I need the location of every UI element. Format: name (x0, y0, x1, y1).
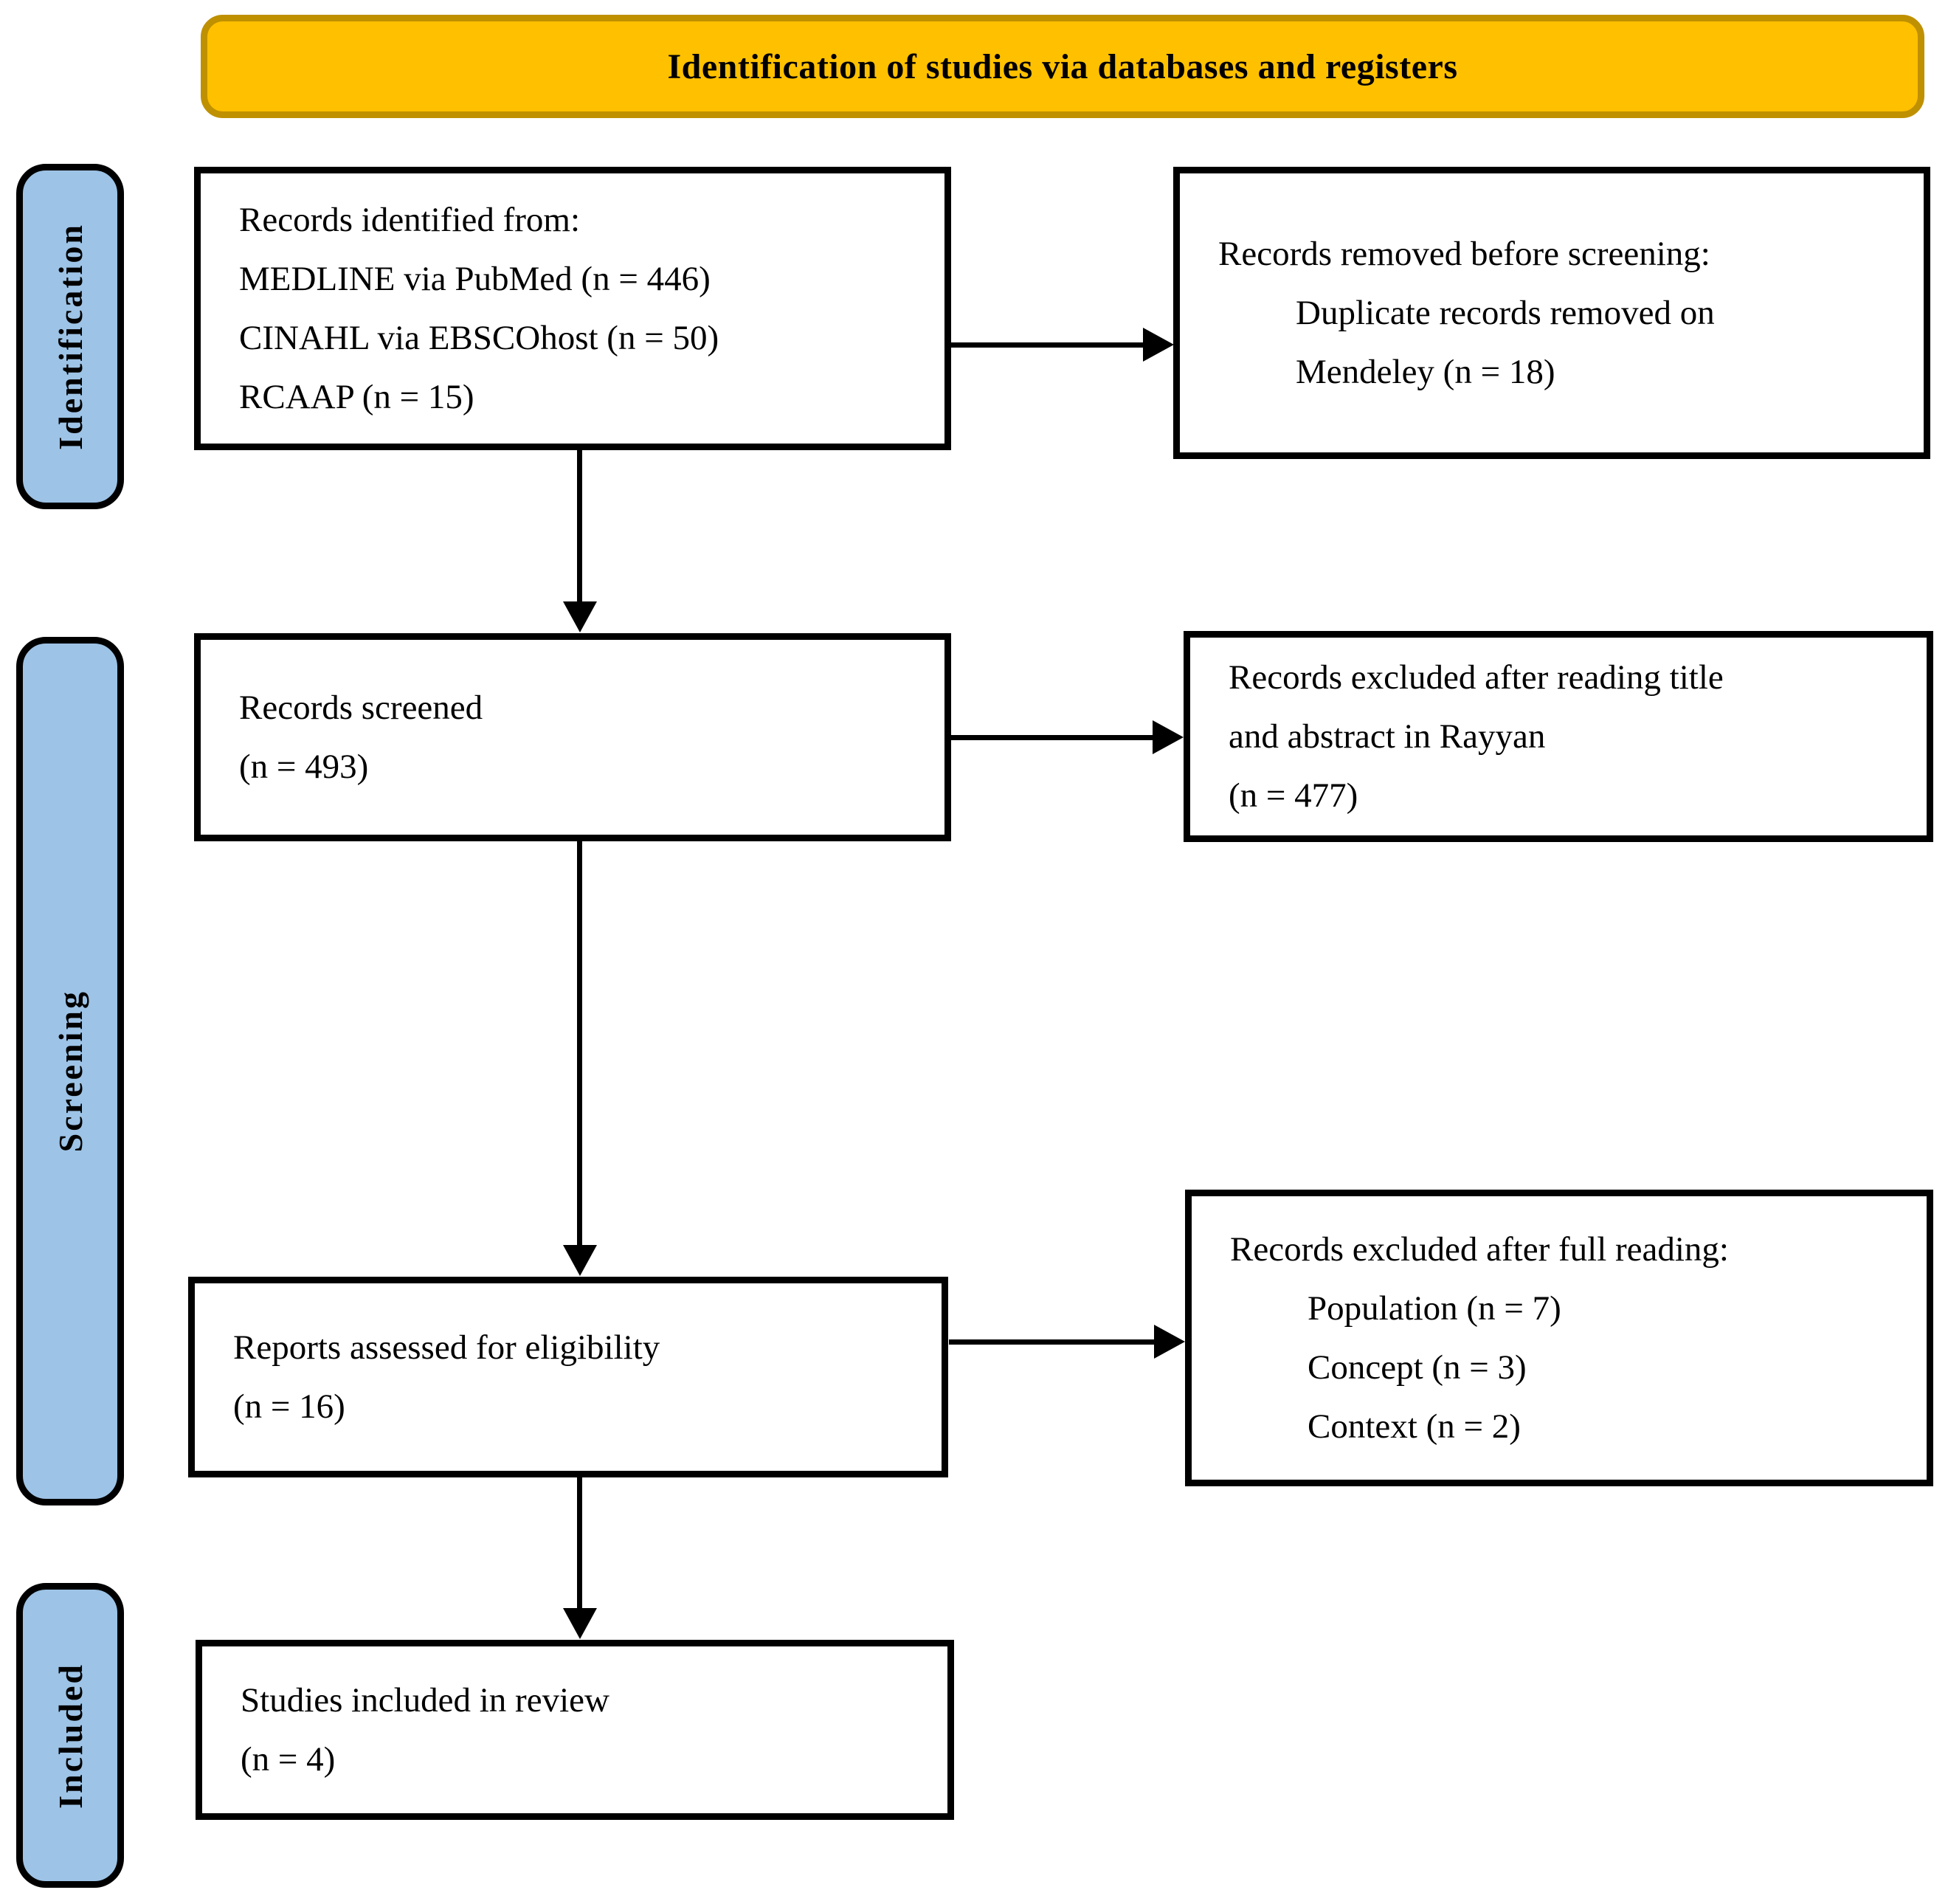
arrow-identified-to-removed-line (951, 342, 1144, 348)
arrow-assessed-to-excluded-full-line (949, 1339, 1156, 1345)
box-records-excluded-full-reading: Records excluded after full reading: Pop… (1185, 1190, 1933, 1486)
box-text-line: Records removed before screening: (1218, 235, 1710, 273)
arrow-identified-to-removed-head (1143, 328, 1174, 362)
arrow-screened-to-assessed-head (563, 1245, 597, 1276)
box-text-line: Records excluded after full reading: (1230, 1230, 1729, 1269)
box-text-line: CINAHL via EBSCOhost (n = 50) (239, 319, 719, 357)
arrow-screened-to-assessed-line (577, 841, 582, 1247)
box-text-line: Mendeley (n = 18) (1296, 353, 1555, 391)
box-text-line: MEDLINE via PubMed (n = 446) (239, 260, 711, 298)
box-text-line: (n = 16) (233, 1387, 345, 1426)
stage-label-screening: Screening (16, 637, 124, 1505)
box-text-line: Records identified from: (239, 201, 581, 239)
box-text-line: Context (n = 2) (1308, 1407, 1521, 1446)
box-text-line: Records screened (239, 689, 483, 727)
box-records-removed-before-screening: Records removed before screening: Duplic… (1173, 167, 1930, 459)
box-text-line: RCAAP (n = 15) (239, 378, 474, 416)
arrow-screened-to-excluded-line (951, 735, 1154, 740)
arrow-assessed-to-included-line (577, 1477, 582, 1610)
box-records-screened: Records screened (n = 493) (194, 633, 951, 841)
stage-label-text: Identification (51, 223, 89, 450)
box-text-line: Population (n = 7) (1308, 1289, 1561, 1328)
box-text-line: and abstract in Rayyan (1229, 717, 1546, 756)
box-reports-assessed-eligibility: Reports assessed for eligibility (n = 16… (188, 1277, 948, 1477)
arrow-identified-to-screened-head (563, 601, 597, 632)
arrow-screened-to-excluded-head (1153, 720, 1184, 754)
stage-label-included: Included (16, 1583, 124, 1888)
arrow-assessed-to-excluded-full-head (1154, 1325, 1185, 1359)
box-text-line: Duplicate records removed on (1296, 294, 1715, 332)
box-text-line: Reports assessed for eligibility (233, 1328, 660, 1367)
box-text-line: Studies included in review (241, 1681, 609, 1720)
stage-label-text: Screening (51, 990, 89, 1153)
stage-label-text: Included (51, 1662, 89, 1809)
box-text-line: (n = 477) (1229, 776, 1358, 815)
box-records-identified: Records identified from: MEDLINE via Pub… (194, 167, 951, 450)
box-text-line: (n = 4) (241, 1740, 336, 1779)
box-text-line: Records excluded after reading title (1229, 658, 1724, 697)
box-studies-included: Studies included in review (n = 4) (196, 1640, 954, 1820)
box-text-line: Concept (n = 3) (1308, 1348, 1527, 1387)
banner: Identification of studies via databases … (201, 15, 1924, 118)
box-text-line: (n = 493) (239, 748, 369, 786)
stage-label-identification: Identification (16, 164, 124, 509)
banner-title: Identification of studies via databases … (667, 46, 1458, 86)
arrow-identified-to-screened-line (577, 450, 582, 604)
arrow-assessed-to-included-head (563, 1608, 597, 1639)
box-records-excluded-title-abstract: Records excluded after reading title and… (1184, 631, 1933, 842)
